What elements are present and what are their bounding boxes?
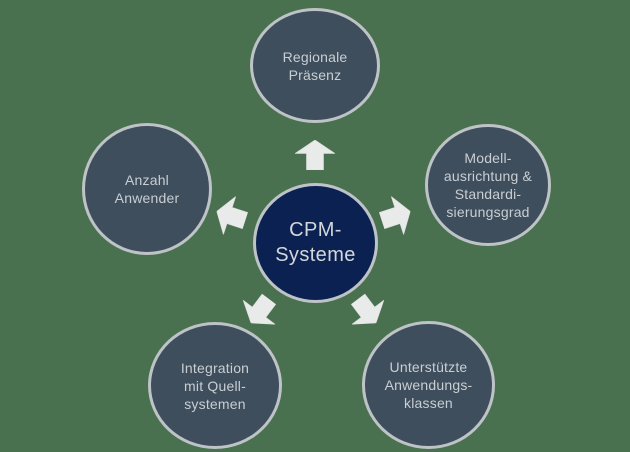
node-label: Integration mit Quell- systemen (181, 359, 249, 413)
label-line: Standardi- (454, 186, 522, 202)
label-line: Präsenz (288, 66, 342, 83)
label-line: Anwender (114, 190, 180, 206)
arrow-up-icon (295, 140, 335, 170)
label-line: ausrichtung & (443, 168, 533, 184)
label-line: Regionale (282, 48, 348, 65)
arrow-upper-right-icon (378, 195, 411, 236)
node-integration-mit-quellsystemen: Integration mit Quell- systemen (148, 322, 282, 449)
arrow-upper-left-icon (216, 195, 249, 236)
label-line: mit Quell- (184, 377, 246, 394)
label-line: Anzahl (124, 172, 169, 188)
label-line: Modell- (464, 150, 512, 166)
node-unterstuetzte-anwendungsklassen: Unterstützte Anwendungs- klassen (362, 321, 495, 449)
label-line: systemen (184, 395, 246, 412)
label-line: Anwendungs- (384, 377, 473, 393)
node-label: Regionale Präsenz (283, 48, 348, 84)
arrow-lower-right-icon (350, 293, 385, 325)
label-line: Integration (180, 359, 250, 376)
label-line: Unterstützte (389, 359, 468, 375)
label-line: sierungsgrad (446, 204, 530, 220)
label-line: klassen (404, 395, 453, 411)
node-cpm-systeme: CPM- Systeme (253, 183, 378, 303)
node-regionale-praesenz: Regionale Präsenz (250, 8, 380, 123)
label-line: CPM- (289, 219, 342, 241)
node-label: CPM- Systeme (275, 218, 356, 268)
arrow-lower-left-icon (242, 293, 277, 325)
node-anzahl-anwender: Anzahl Anwender (82, 123, 212, 255)
node-label: Unterstützte Anwendungs- klassen (385, 358, 473, 412)
node-modellausrichtung-standardisierungsgrad: Modell- ausrichtung & Standardi- sierung… (425, 124, 551, 246)
label-line: Systeme (275, 244, 356, 266)
node-label: Anzahl Anwender (115, 171, 180, 207)
node-label: Modell- ausrichtung & Standardi- sierung… (444, 149, 532, 221)
